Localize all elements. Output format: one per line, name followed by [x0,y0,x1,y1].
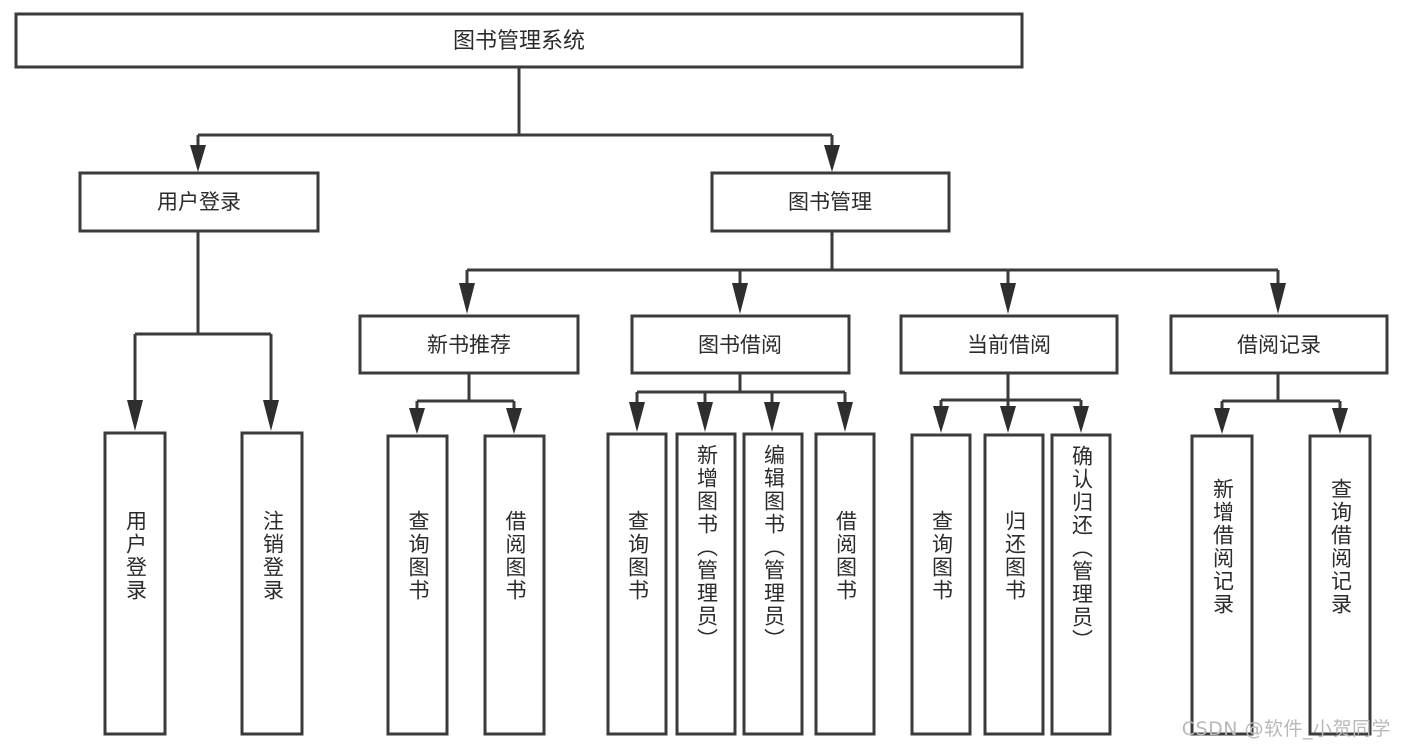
node-current-borrow-label: 当前借阅 [967,333,1051,357]
node-book-manage-box[interactable] [710,171,951,233]
arrow-head-current-borrow [1000,283,1016,314]
arrow-head-leaf-query-book-3 [933,406,949,433]
watermark-text: CSDN @软件_小贺同学 [1181,718,1391,740]
node-new-book-recommend-box[interactable] [358,314,580,375]
arrow-head-leaf-borrow-book-2 [837,402,853,432]
node-current-borrow-box[interactable] [899,314,1119,375]
arrow-head-new-book-recommend [459,283,475,314]
node-leaf-confirm-return-box[interactable] [1050,433,1112,736]
node-borrow-record-label: 借阅记录 [1237,333,1321,357]
node-leaf-edit-book-box[interactable] [742,432,804,736]
node-book-borrow-box[interactable] [630,314,851,375]
node-leaf-add-book-box[interactable] [675,432,737,736]
node-root-box[interactable] [14,12,1024,69]
arrow-head-book-borrow [732,283,748,314]
arrow-head-user-login [190,145,206,172]
node-leaf-query-book-1-box[interactable] [386,434,449,736]
node-leaf-return-book-box[interactable] [983,433,1045,736]
arrow-head-leaf-add-book [697,402,713,432]
node-leaf-borrow-book-2-box[interactable] [814,432,876,736]
arrow-head-leaf-return-book [1000,406,1016,433]
node-user-login-label: 用户登录 [157,190,241,214]
node-leaf-add-record-box[interactable] [1190,434,1254,736]
node-book-manage-label: 图书管理 [788,190,872,214]
node-leaf-borrow-book-1-box[interactable] [483,434,546,736]
arrow-head-leaf-borrow-book-1 [506,408,522,434]
arrow-head-leaf-confirm-return [1073,406,1089,433]
arrow-head-leaf-user-login [127,400,143,431]
node-new-book-recommend-label: 新书推荐 [427,333,511,357]
arrow-head-leaf-query-record [1332,408,1348,434]
node-leaf-user-logout-box[interactable] [240,431,304,736]
arrow-head-leaf-add-record [1214,408,1230,434]
node-leaf-query-book-2-box[interactable] [606,432,668,736]
connector-layer [127,67,1348,434]
node-user-login-box[interactable] [78,171,320,233]
node-borrow-record-box[interactable] [1169,314,1389,375]
node-layer: 图书管理系统 用户登录 图书管理 新书推荐 图书借阅 当前借阅 借阅记录 [14,12,1389,736]
arrow-head-leaf-query-book-1 [409,408,425,434]
arrow-head-borrow-record [1270,283,1286,314]
node-book-borrow-label: 图书借阅 [698,333,782,357]
node-leaf-user-login-box[interactable] [103,431,167,736]
arrow-head-leaf-edit-book [764,402,780,432]
arrow-head-leaf-user-logout [263,400,279,431]
arrow-head-book-manage [824,145,840,172]
node-leaf-query-book-3-box[interactable] [910,433,972,736]
node-root-label: 图书管理系统 [453,29,585,54]
arrow-head-leaf-query-book-2 [629,402,645,432]
node-leaf-query-record-box[interactable] [1308,434,1372,736]
